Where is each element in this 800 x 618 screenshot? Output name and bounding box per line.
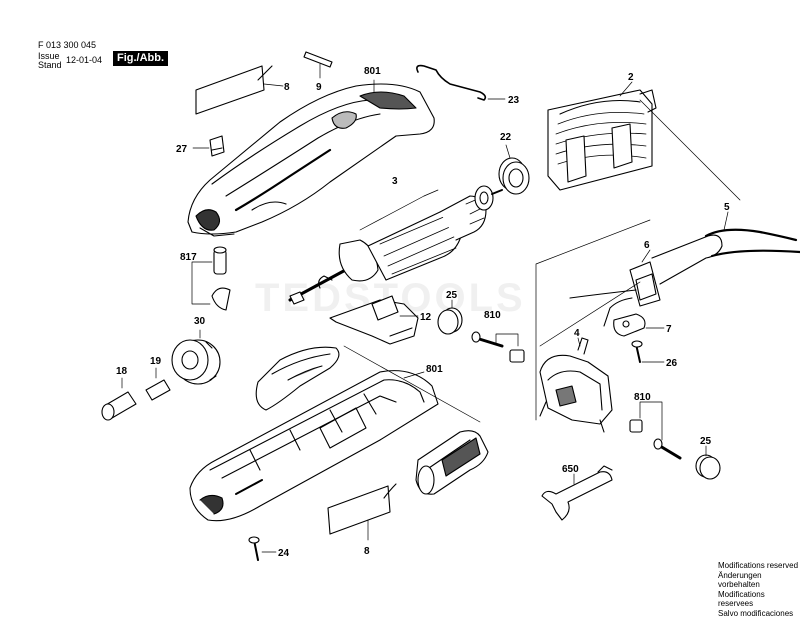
screw-nut-bottom — [630, 402, 680, 458]
label-sheet-top — [196, 66, 283, 114]
callout-810-bot: 810 — [634, 392, 651, 403]
callout-3: 3 — [392, 176, 398, 187]
callout-5: 5 — [724, 202, 730, 213]
callout-24: 24 — [278, 548, 290, 559]
screw-26 — [632, 341, 664, 362]
callout-6: 6 — [644, 240, 650, 251]
callout-7: 7 — [666, 324, 672, 335]
modification-line-es: Salvo modificaciones — [718, 609, 800, 618]
callout-817: 817 — [180, 252, 197, 263]
callout-25-bot: 25 — [700, 436, 712, 447]
callout-9: 9 — [316, 82, 322, 93]
motor-bracket — [330, 296, 418, 344]
armature — [290, 186, 502, 304]
collet — [146, 368, 170, 400]
callout-12: 12 — [420, 312, 432, 323]
callout-25-mid: 25 — [446, 290, 458, 301]
screw-nut-mid — [472, 332, 524, 362]
exploded-view-diagram: 8 9 801 23 2 27 22 3 5 817 6 25 30 12 81… — [0, 0, 800, 600]
clip-part — [304, 52, 332, 78]
end-cap — [416, 431, 488, 495]
small-cap-part — [193, 136, 224, 156]
collet-nut — [172, 330, 220, 384]
callout-27: 27 — [176, 144, 188, 155]
callout-18: 18 — [116, 366, 128, 377]
brush-holder — [540, 282, 640, 432]
callout-8-bot: 8 — [364, 546, 370, 557]
label-sheet-bottom — [328, 484, 396, 540]
callout-19: 19 — [150, 356, 162, 367]
callout-4: 4 — [574, 328, 580, 339]
brush-set — [192, 247, 230, 310]
callout-650: 650 — [562, 464, 579, 475]
callout-8-top: 8 — [284, 82, 290, 93]
callout-26: 26 — [666, 358, 678, 369]
cord-clamp — [614, 314, 664, 336]
bushing-bottom — [696, 446, 720, 479]
shaft-lock — [102, 378, 136, 420]
bushing-mid — [438, 300, 462, 334]
cord-protector — [570, 250, 660, 326]
power-cord — [652, 212, 800, 284]
wire-bracket — [417, 66, 505, 100]
callout-810-mid: 810 — [484, 310, 501, 321]
callout-30: 30 — [194, 316, 206, 327]
callout-22: 22 — [500, 132, 512, 143]
bearing-ring — [499, 145, 529, 194]
callout-801-bot: 801 — [426, 364, 443, 375]
field-coil — [548, 82, 740, 200]
callout-801-top: 801 — [364, 66, 381, 77]
callout-23: 23 — [508, 95, 520, 106]
screw-24 — [249, 537, 276, 560]
callout-2: 2 — [628, 72, 634, 83]
